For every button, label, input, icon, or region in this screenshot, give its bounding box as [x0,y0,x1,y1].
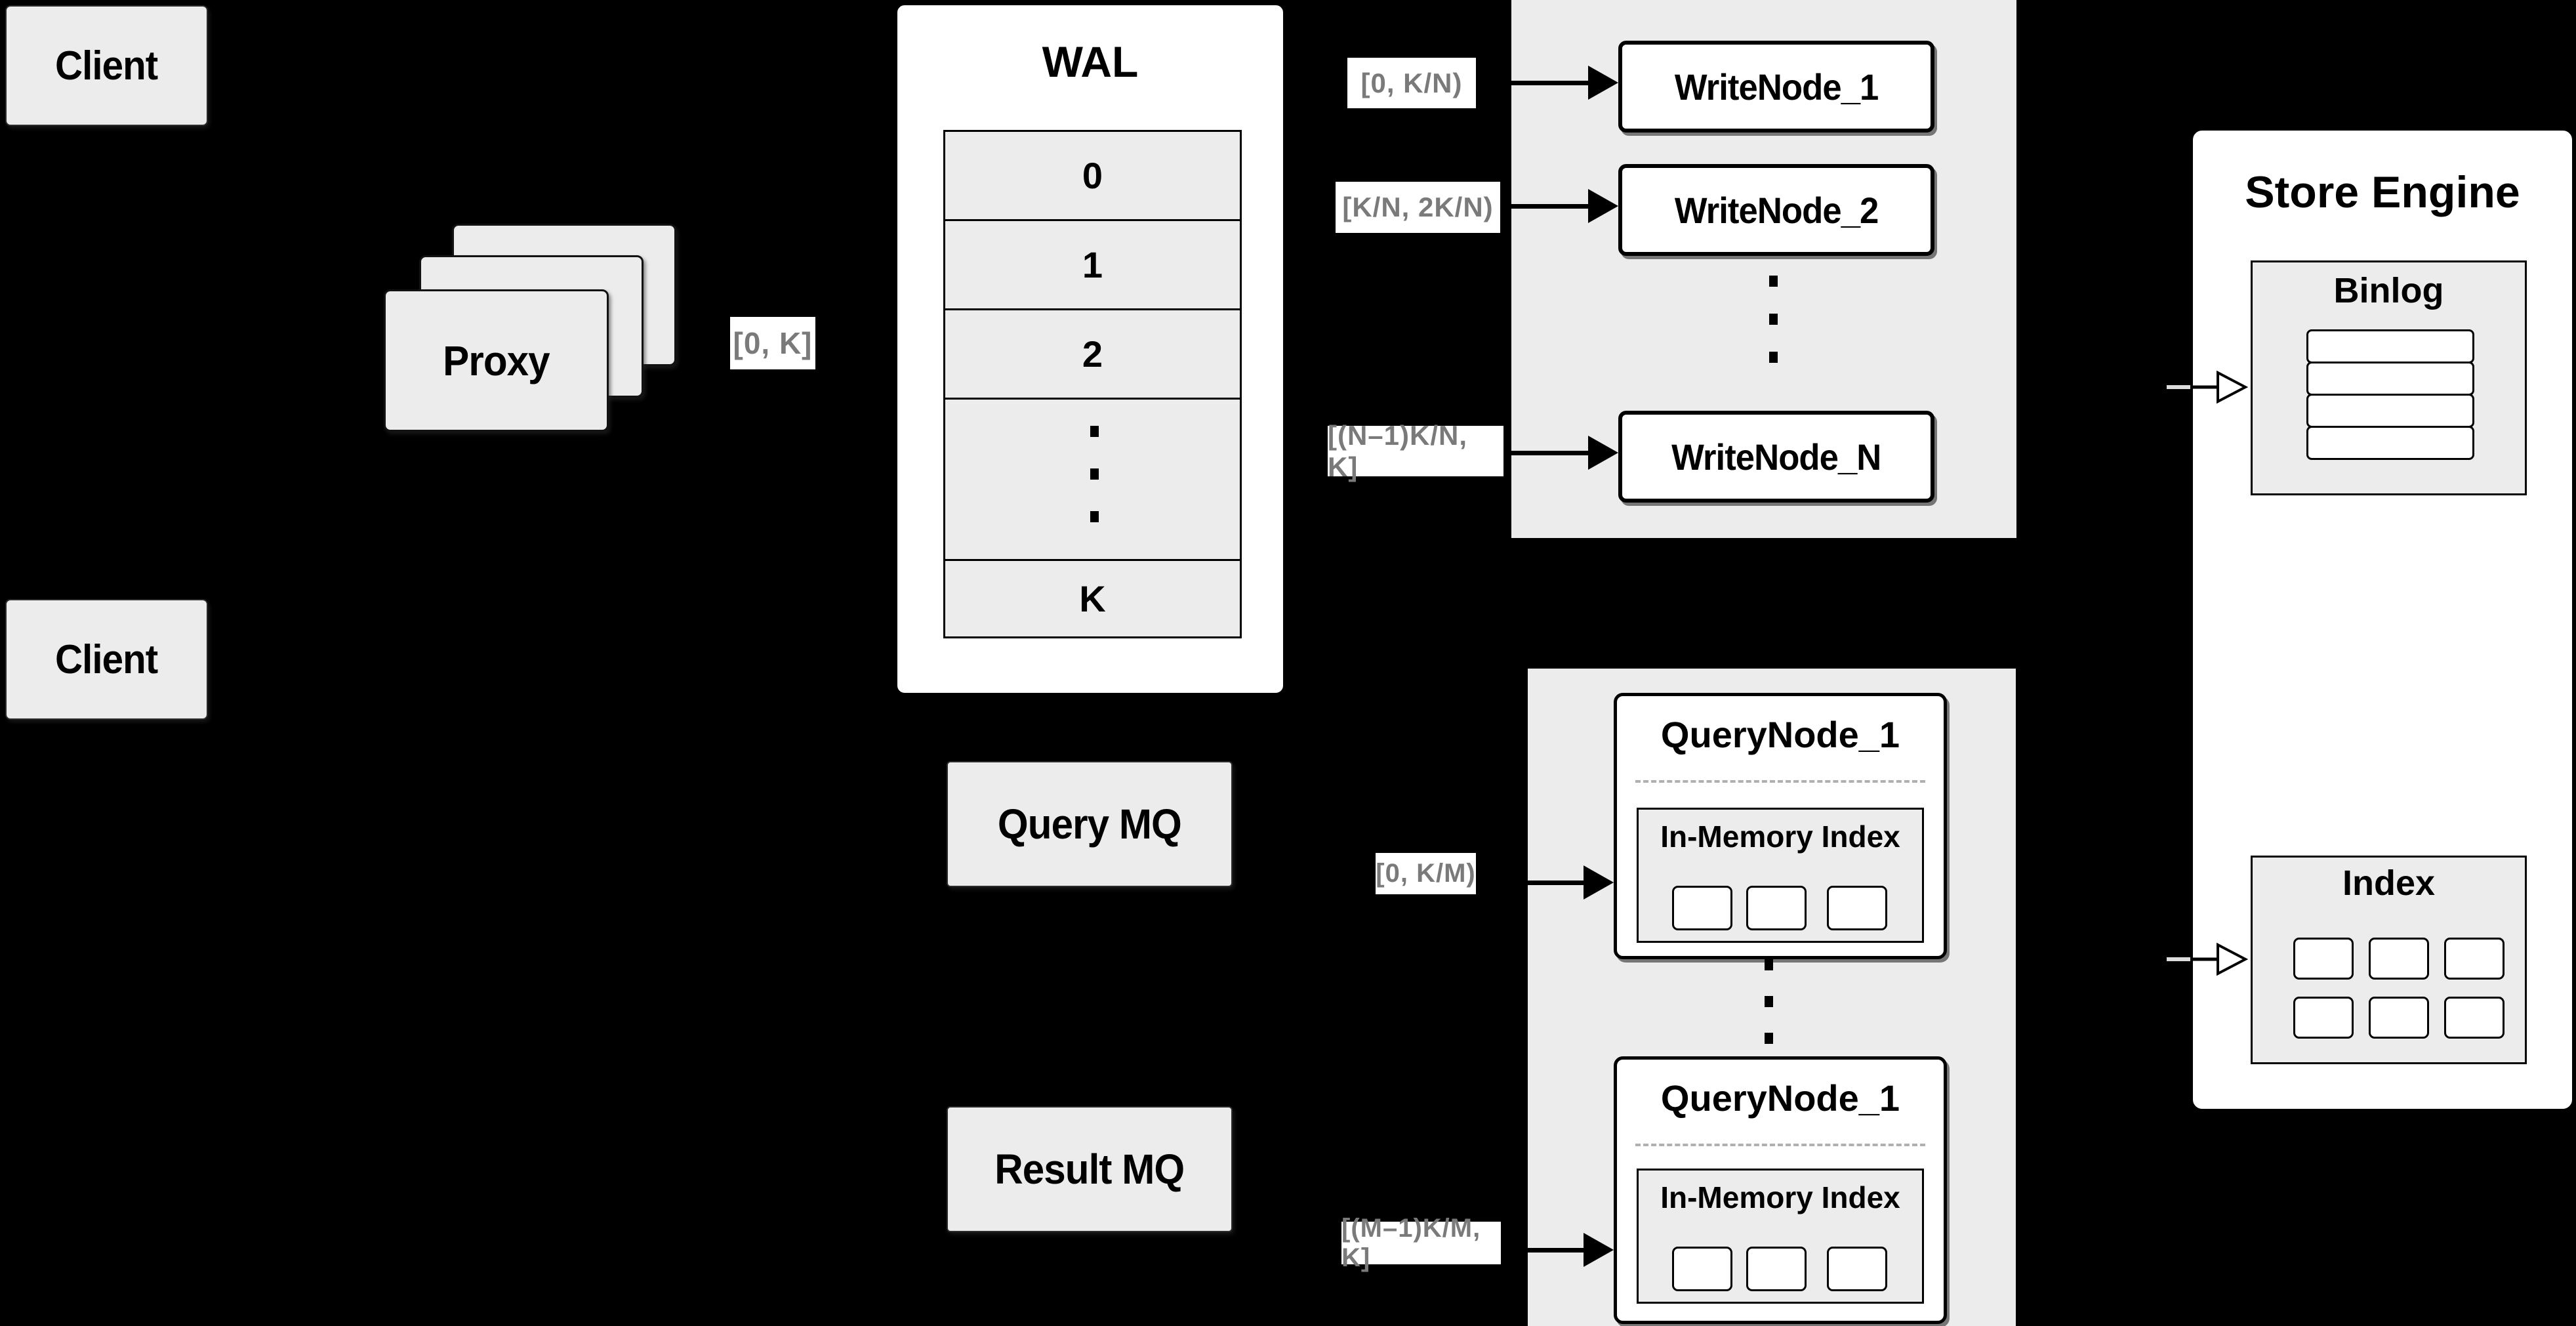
segment-cell [1672,1247,1732,1291]
write-ellipsis-dot [1769,276,1778,287]
arrow-line-query-1 [1528,881,1586,885]
query-ellipsis-dot [1765,959,1773,970]
binlog-arrow-stub [2167,385,2190,389]
range-label-query-m: [(M–1)K/M, K] [1341,1214,1501,1272]
wal-cell-k: K [943,559,1242,638]
range-label-write-2: [K/N, 2K/N) [1336,182,1500,233]
index-open-arrow [2190,942,2248,976]
in-memory-index-box-2: In-Memory Index [1637,1169,1924,1304]
arrow-line-write-n [1511,451,1591,455]
arrow-head-write-2 [1588,189,1618,223]
write-node-2: WriteNode_2 [1618,164,1934,256]
range-label-write-n: [(N–1)K/N, K] [1328,420,1503,482]
segment-cell [1746,1247,1807,1291]
index-title: Index [2342,863,2436,903]
query-node-1-title: QueryNode_1 [1660,714,1900,755]
segment-cell [1827,886,1887,930]
range-label-query-1: [0, K/M) [1376,853,1476,894]
client-top-label: Client [55,43,158,89]
arrow-head-query-m [1584,1233,1614,1267]
write-node-1: WriteNode_1 [1618,41,1934,133]
in-memory-index-box-1: In-Memory Index [1637,808,1924,943]
wal-cell-ellipsis [943,398,1242,561]
index-cell [2444,997,2504,1039]
binlog-row [2306,329,2474,363]
write-node-1-label: WriteNode_1 [1674,66,1879,108]
arrow-head-write-n [1588,436,1618,470]
write-ellipsis-dot [1769,352,1778,363]
index-cell [2369,997,2429,1039]
wal-title: WAL [1042,37,1139,86]
proxy-card-front: Proxy [384,289,609,432]
query-node-2: QueryNode_1 In-Memory Index [1614,1056,1947,1324]
index-cell [2293,997,2354,1039]
write-node-2-label: WriteNode_2 [1674,189,1879,231]
wal-cell-2: 2 [943,308,1242,400]
query-node-1: QueryNode_1 In-Memory Index [1614,693,1947,959]
index-cell [2369,938,2429,980]
client-box-top: Client [5,5,208,126]
query-ellipsis-dot [1765,996,1773,1007]
result-mq-box: Result MQ [947,1106,1233,1232]
binlog-open-arrow [2190,370,2248,404]
store-engine-title: Store Engine [2245,167,2520,217]
range-label-write-1: [0, K/N) [1347,58,1476,108]
wal-box: WAL 0 1 2 K [895,3,1285,695]
index-cell [2444,938,2504,980]
store-engine-box: Store Engine Binlog Index [2190,128,2575,1111]
query-mq-box: Query MQ [947,761,1233,887]
arrow-head-write-1 [1588,66,1618,100]
client-box-bottom: Client [5,599,208,720]
wal-table: 0 1 2 K [943,130,1242,638]
query-ellipsis-dot [1765,1033,1773,1044]
write-node-n-label: WriteNode_N [1671,436,1881,478]
client-bottom-label: Client [55,636,158,682]
binlog-row [2306,394,2474,428]
index-arrow-stub [2167,957,2190,961]
in-memory-index-1-title: In-Memory Index [1660,819,1900,854]
ellipsis-dot [1090,468,1099,480]
binlog-rows [2306,329,2474,460]
wal-cell-0: 0 [943,130,1242,221]
binlog-title: Binlog [2333,271,2444,310]
dashed-divider [1635,1144,1925,1146]
arrow-line-write-2 [1511,204,1591,209]
wal-cell-1: 1 [943,219,1242,310]
arrow-line-write-1 [1511,81,1591,85]
query-mq-label: Query MQ [998,800,1182,848]
write-ellipsis-dot [1769,314,1778,325]
ellipsis-dot [1090,426,1099,437]
segment-cell [1827,1247,1887,1291]
dashed-divider [1635,780,1925,783]
range-label-proxy-out: [0, K] [730,317,815,369]
binlog-box: Binlog [2251,260,2527,495]
proxy-label: Proxy [443,337,550,384]
arrow-head-query-1 [1584,865,1614,900]
index-box: Index [2251,856,2527,1064]
binlog-row [2306,426,2474,460]
ellipsis-dot [1090,511,1099,522]
arrow-line-query-m [1528,1248,1586,1253]
index-cell [2293,938,2354,980]
binlog-row [2306,362,2474,396]
write-node-n: WriteNode_N [1618,411,1934,503]
in-memory-index-2-title: In-Memory Index [1660,1180,1900,1214]
result-mq-label: Result MQ [994,1146,1185,1193]
query-node-2-title: QueryNode_1 [1660,1077,1900,1119]
segment-cell [1672,886,1732,930]
segment-cell [1746,886,1807,930]
